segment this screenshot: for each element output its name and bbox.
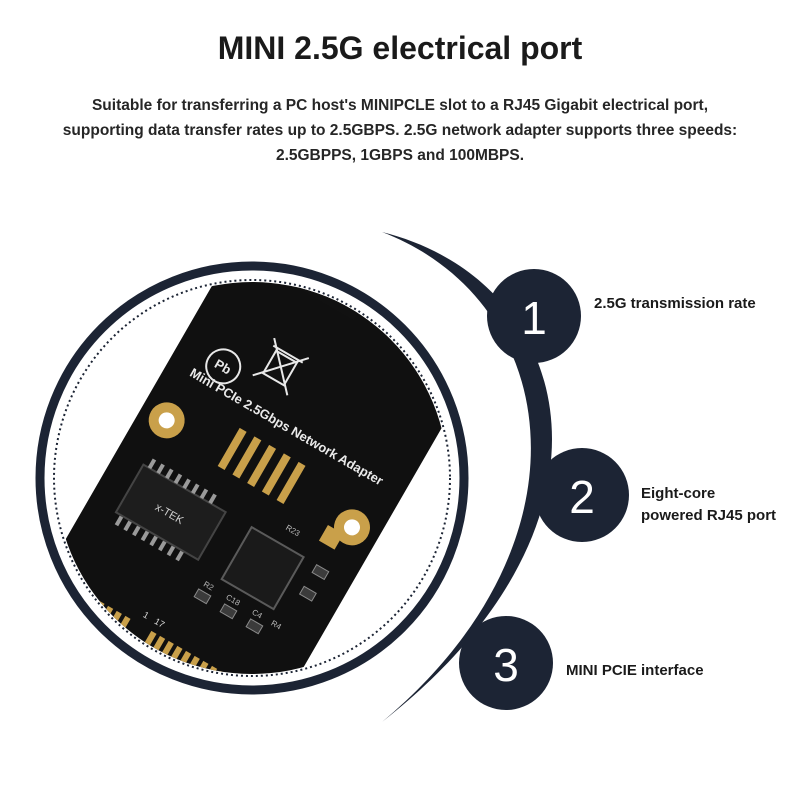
lead-free-text: Pb <box>212 356 234 377</box>
feature-label-line: powered RJ45 port <box>641 507 777 524</box>
weee-bin-icon <box>252 337 310 396</box>
product-ring-dashed <box>53 279 451 677</box>
feature-number: 3 <box>493 639 519 691</box>
feature-label-line: 2.5G transmission rate <box>594 295 756 312</box>
pin-header <box>217 427 306 504</box>
feature-label-line: MINI PCIE interface <box>566 662 704 679</box>
feature-label-line: Eight-core <box>641 485 716 502</box>
feature-badge-3: 3 <box>459 616 553 710</box>
feature-label-3: MINI PCIE interface <box>566 660 704 682</box>
description: Suitable for transferring a PC host's MI… <box>30 93 770 168</box>
description-line: 2.5GBPPS, 1GBPS and 100MBPS. <box>275 147 525 164</box>
page-title: MINI 2.5G electrical port <box>217 30 583 66</box>
pin-label-a: 1 <box>141 610 150 621</box>
feature-number: 1 <box>521 292 547 344</box>
feature-badge-1: 1 <box>487 269 581 363</box>
description-line: supporting data transfer rates up to 2.5… <box>62 122 738 139</box>
feature-label-1: 2.5G transmission rate <box>594 293 756 315</box>
controller-chip <box>220 525 305 611</box>
lead-free-mark <box>205 348 242 385</box>
description-line: Suitable for transferring a PC host's MI… <box>91 97 709 114</box>
feature-number: 2 <box>569 471 595 523</box>
feature-badge-2: 2 <box>535 448 629 542</box>
feature-label-2: Eight-core powered RJ45 port <box>641 483 776 527</box>
pin-label-b: 17 <box>153 616 167 630</box>
product-ring <box>35 261 469 695</box>
